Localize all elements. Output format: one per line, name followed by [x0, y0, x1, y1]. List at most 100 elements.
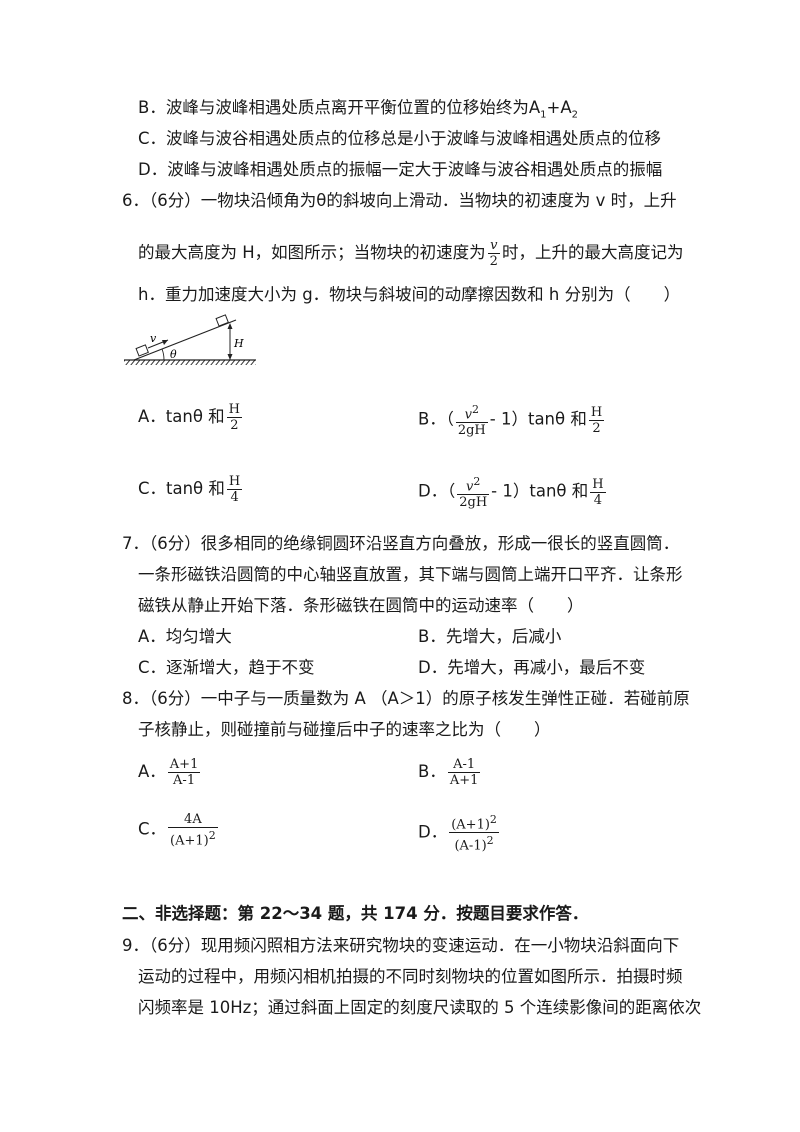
frac-num: H: [588, 404, 605, 421]
frac-den: 4: [230, 490, 239, 505]
frac-num: v: [487, 238, 500, 254]
frac-num-exp: 2: [473, 475, 481, 488]
q5-option-b-a1: A: [528, 98, 541, 117]
q9-line-2: 运动的过程中，用频闪相机拍摄的不同时刻物块的位置如图所示．拍摄时频: [138, 967, 683, 986]
q5-option-b-a1-sub: 1: [540, 109, 547, 121]
q7-line-3: 磁铁从静止开始下落．条形磁铁在圆筒中的运动速率（ ）: [138, 596, 584, 615]
frac-den: 2: [592, 420, 601, 436]
q8-option-d: D．(A+1)2(A-1)2: [418, 812, 501, 854]
q8-line-2: 子核静止，则碰撞前与碰撞后中子的速率之比为（ ）: [138, 720, 551, 739]
frac-num: H: [226, 402, 243, 418]
label-v: v: [150, 332, 157, 345]
frac-den-exp: 2: [208, 829, 216, 842]
q5-option-b-text: B．波峰与波峰相遇处质点离开平衡位置的位移始终为: [138, 98, 529, 117]
q5-option-d: D．波峰与波峰相遇处质点的振幅一定大于波峰与波谷相遇处质点的振幅: [138, 160, 663, 179]
q8-option-c-frac: 4A(A+1)2: [168, 812, 218, 848]
frac-num: 4A: [168, 812, 218, 828]
frac-num: A+1: [167, 757, 201, 773]
q9-line-1: 9．（6分）现用频闪照相方法来研究物块的变速运动．在一小物块沿斜面向下: [122, 936, 680, 955]
height-arrow-bottom: [227, 354, 233, 360]
frac-den: 2gH: [457, 423, 486, 439]
q8-option-d-label: D．: [418, 822, 448, 842]
block-top: [215, 314, 229, 327]
frac-den: A-1: [173, 773, 196, 788]
q7-option-a: A．均匀增大: [138, 627, 232, 646]
q5-option-b-a2-sub: 2: [571, 109, 578, 121]
label-theta: θ: [170, 348, 177, 361]
q6-line-2a: 的最大高度为 H，如图所示；当物块的初速度为: [138, 243, 486, 262]
q8-option-b-label: B．: [418, 762, 446, 781]
q8-option-d-frac: (A+1)2(A-1)2: [449, 812, 499, 854]
q5-option-b: B．波峰与波峰相遇处质点离开平衡位置的位移始终为A1+A2: [138, 98, 578, 121]
frac-den: 2: [230, 418, 239, 433]
paren-open: （: [447, 481, 456, 501]
frac-den: 2: [489, 254, 498, 269]
frac-den: A+1: [449, 773, 479, 788]
q7-line-2: 一条形磁铁沿圆筒的中心轴竖直放置，其下端与圆筒上端开口平齐．让条形: [138, 565, 683, 584]
q6-line-3: h．重力加速度大小为 g．物块与斜坡间的动摩擦因数和 h 分别为（ ）: [138, 285, 681, 304]
q6-option-c-label: C．tanθ 和: [138, 479, 225, 498]
q6-option-a-label: A．tanθ 和: [138, 407, 225, 426]
frac-num: v2: [455, 402, 488, 424]
theta-arc: [161, 348, 165, 361]
frac-den: (A+1)2: [168, 828, 218, 848]
height-arrow-top: [227, 323, 233, 329]
q6-line-1: 6．（6分）一物块沿倾角为θ的斜坡向上滑动．当物块的初速度为 v 时，上升: [122, 191, 677, 210]
section-2-heading: 二、非选择题：第 22～34 题，共 174 分．按题目要求作答．: [122, 904, 589, 923]
paren-open: （: [445, 409, 454, 429]
incline-line: [133, 319, 237, 361]
q7-line-1: 7．（6分）很多相同的绝缘铜圆环沿竖直方向叠放，形成一很长的竖直圆筒．: [122, 534, 680, 553]
label-H: H: [233, 337, 244, 350]
frac-num: v2: [457, 474, 490, 496]
frac-den: 2gH: [459, 495, 488, 511]
q5-option-c: C．波峰与波谷相遇处质点的位移总是小于波峰与波峰相遇处质点的位移: [138, 129, 662, 148]
frac-num: A-1: [447, 757, 481, 773]
frac-num-v: v: [464, 407, 472, 423]
frac-num-exp: 2: [489, 813, 497, 826]
q7-option-d: D．先增大，再减小，最后不变: [418, 658, 646, 677]
frac-den-exp: 2: [486, 834, 494, 848]
q6-option-d-tail: - 1）tanθ 和: [491, 481, 589, 501]
q7-option-c: C．逐渐增大，趋于不变: [138, 658, 315, 677]
q9-line-3: 闪频率是 10Hz；通过斜面上固定的刻度尺读取的 5 个连续影像间的距离依次: [138, 998, 702, 1017]
frac-num-exp: 2: [471, 403, 479, 416]
q6-option-d-label: D．: [418, 481, 448, 501]
q7-option-b: B．先增大，后减小: [418, 627, 562, 646]
q8-line-1: 8．（6分）一中子与一质量数为 A （A＞1）的原子核发生弹性正碰．若碰前原: [122, 689, 690, 708]
frac-num: H: [226, 474, 243, 490]
q8-option-c: C．4A(A+1)2: [138, 812, 220, 848]
q5-option-b-plus: +A: [546, 98, 572, 117]
velocity-arrowhead: [162, 340, 168, 345]
frac-num: (A+1)2: [449, 812, 499, 834]
frac-num: H: [590, 476, 606, 493]
ground-hatch: [124, 360, 256, 365]
q6-incline-diagram: v θ H: [124, 314, 256, 365]
q8-option-a-label: A．: [138, 762, 166, 781]
q8-option-c-label: C．: [138, 819, 167, 839]
frac-num-v: v: [466, 479, 474, 495]
q6-option-b-tail: - 1）tanθ 和: [489, 409, 587, 429]
frac-den: (A-1)2: [449, 833, 499, 853]
frac-den: 4: [593, 492, 603, 508]
frac-num-base: (A+1): [451, 817, 490, 833]
q6-option-b-label: B．: [418, 409, 446, 429]
frac-den-base: (A+1): [170, 833, 209, 849]
frac-den-base: (A-1): [454, 838, 487, 854]
block-bottom: [135, 344, 149, 357]
